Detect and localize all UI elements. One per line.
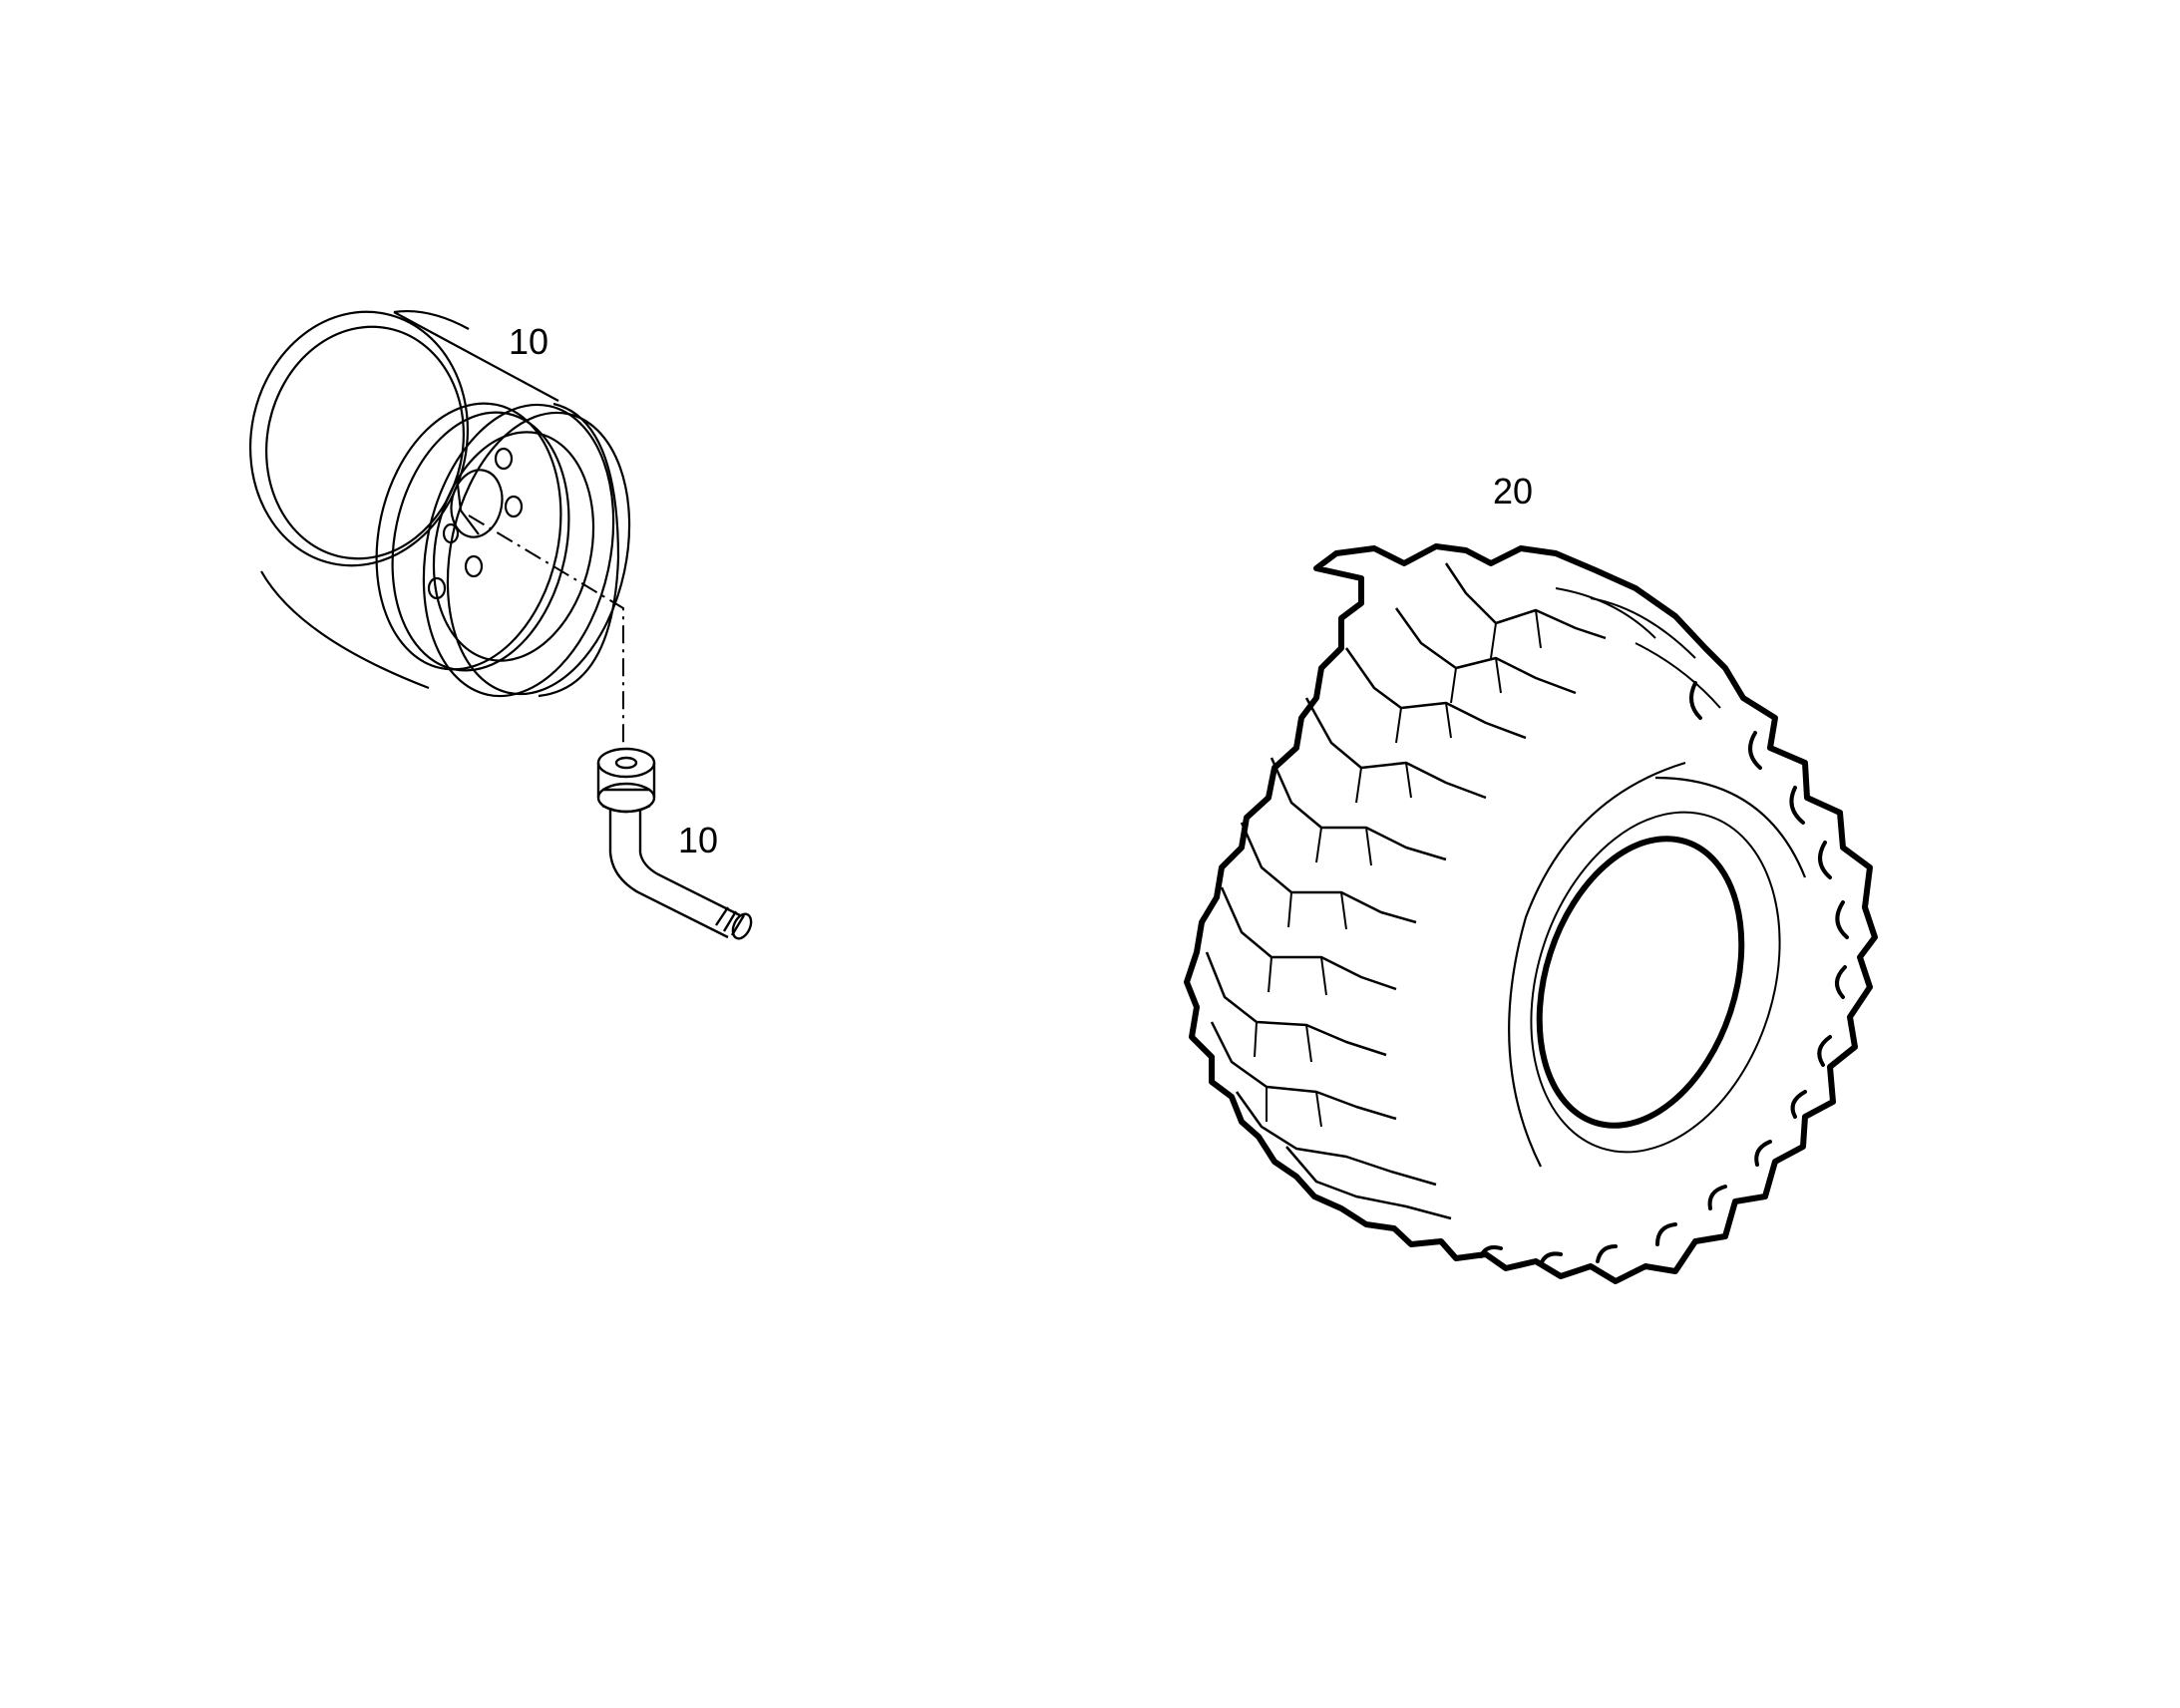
callout-tire-number: 20	[1493, 471, 1534, 512]
callout-rim-number: 10	[509, 321, 549, 362]
wheel-rim-icon	[248, 310, 631, 698]
callout-valve-number: 10	[678, 820, 719, 860]
tire-icon	[1184, 543, 1878, 1284]
center-line	[468, 514, 624, 748]
valve-stem-icon	[596, 747, 753, 940]
